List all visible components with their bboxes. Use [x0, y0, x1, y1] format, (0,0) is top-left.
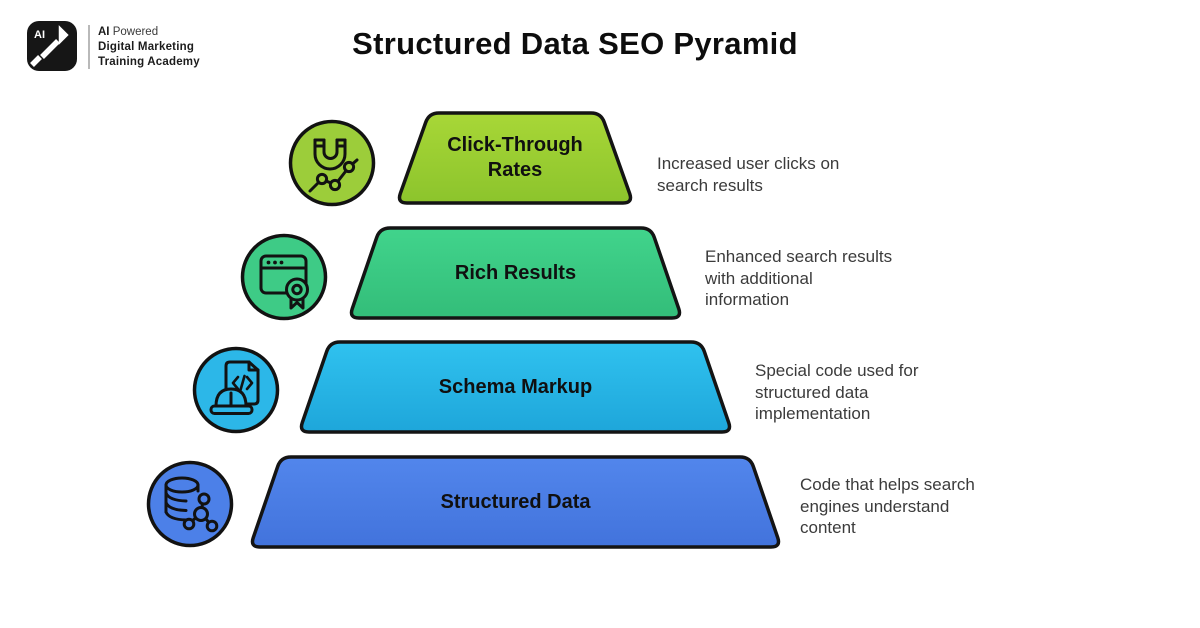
logo-line1-light: Powered [112, 26, 159, 38]
database-network-icon [146, 460, 234, 548]
pyramid-level-3-shape [299, 340, 732, 434]
pyramid-level-1-shape [397, 111, 633, 205]
pyramid-level-4-description: Code that helps search engines understan… [800, 475, 975, 537]
pyramid-level-2-description: Enhanced search results with additional … [705, 247, 893, 309]
pyramid-level-1-description: Increased user clicks on search results [657, 154, 840, 195]
logo-wordmark: AI Powered Digital Marketing Training Ac… [98, 25, 200, 70]
browser-award-icon [240, 233, 328, 321]
pyramid-level-4-shape [250, 455, 781, 549]
code-helmet-icon [192, 346, 280, 434]
arrow-head [58, 25, 69, 45]
magnet-analytics-icon [288, 119, 376, 207]
brand-logo-icon: AI [27, 21, 77, 71]
logo-line2: Digital Marketing [98, 41, 195, 53]
pyramid-level-3-description: Special code used for structured data im… [755, 361, 919, 423]
logo-line1-strong: AI [98, 26, 110, 38]
page-title: Structured Data SEO Pyramid [352, 26, 798, 61]
pyramid-level-2-shape [349, 226, 682, 320]
logo-ai-glyph: AI [34, 29, 45, 41]
logo-line1: AI Powered [98, 25, 200, 40]
logo-divider [88, 25, 90, 69]
logo-line3: Training Academy [98, 56, 200, 68]
